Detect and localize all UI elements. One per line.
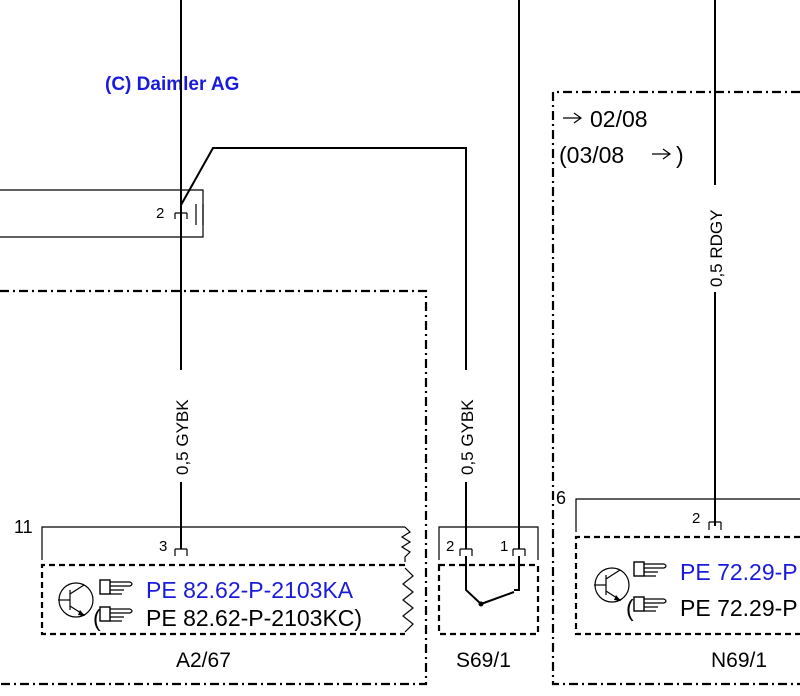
pointing-hand-icon [633,561,667,577]
s69-1-label: S69/1 [456,649,511,672]
right-arrow-icon [563,112,583,124]
wire-middle: 0,5 GYBK [180,147,477,549]
a2-67-ref-paren: ( [93,605,101,631]
wire-right: 0,5 RDGY [707,0,726,526]
n69-1-ref-secondary[interactable]: PE 72.29-P [680,595,798,621]
region-n69-1: 02/08 (03/08 ) [551,90,800,686]
a2-67-block-pin: 11 [14,517,33,537]
right-arrow-icon [652,148,672,160]
a2-67-ref-secondary[interactable]: PE 82.62-P-2103KC) [146,605,362,631]
component-n69-1: 6 2 PE 72.29-P ( PE 72.29-P N69/1 [556,488,800,672]
n69-block-pin: 6 [556,488,566,508]
wire-label-left: 0,5 GYBK [173,399,192,475]
a2-67-ref-primary[interactable]: PE 82.62-P-2103KA [146,577,354,603]
pointing-hand-icon [633,596,667,612]
top-connector-pin: 2 [156,205,164,222]
n69-1-label: N69/1 [711,649,767,672]
switch-contact-icon [465,556,520,607]
wire-label-middle: 0,5 GYBK [458,399,477,475]
copyright-label: (C) Daimler AG [105,74,239,95]
wire-label-right: 0,5 RDGY [707,210,726,287]
date-to-close: ) [676,142,684,168]
component-s69-1: 2 1 S69/1 [437,526,540,672]
transistor-symbol-icon [594,567,630,603]
n69-1-ref-primary[interactable]: PE 72.29-P [680,559,798,585]
a2-67-pin-label: 3 [159,538,167,555]
transistor-symbol-icon [58,582,94,618]
n69-pin-label: 2 [692,510,700,527]
a2-67-label: A2/67 [176,649,231,672]
s69-pin-left: 2 [446,538,454,555]
date-from-label: 02/08 [590,106,648,132]
date-to-label: (03/08 [559,142,624,168]
wire-left: 0,5 GYBK [173,0,192,549]
resistor-icon [400,526,412,562]
component-a2-67: 11 3 PE 82.62-P-2103KA ( PE 82.62- [14,517,414,672]
region-a2-67 [0,289,428,686]
date-from: 02/08 [563,106,648,132]
pointing-hand-icon [99,579,133,595]
date-to: (03/08 ) [559,142,684,168]
s69-pin-right: 1 [500,538,508,555]
pointing-hand-icon [99,606,133,622]
n69-1-ref-paren: ( [626,595,634,621]
top-connector: 2 [0,189,204,238]
